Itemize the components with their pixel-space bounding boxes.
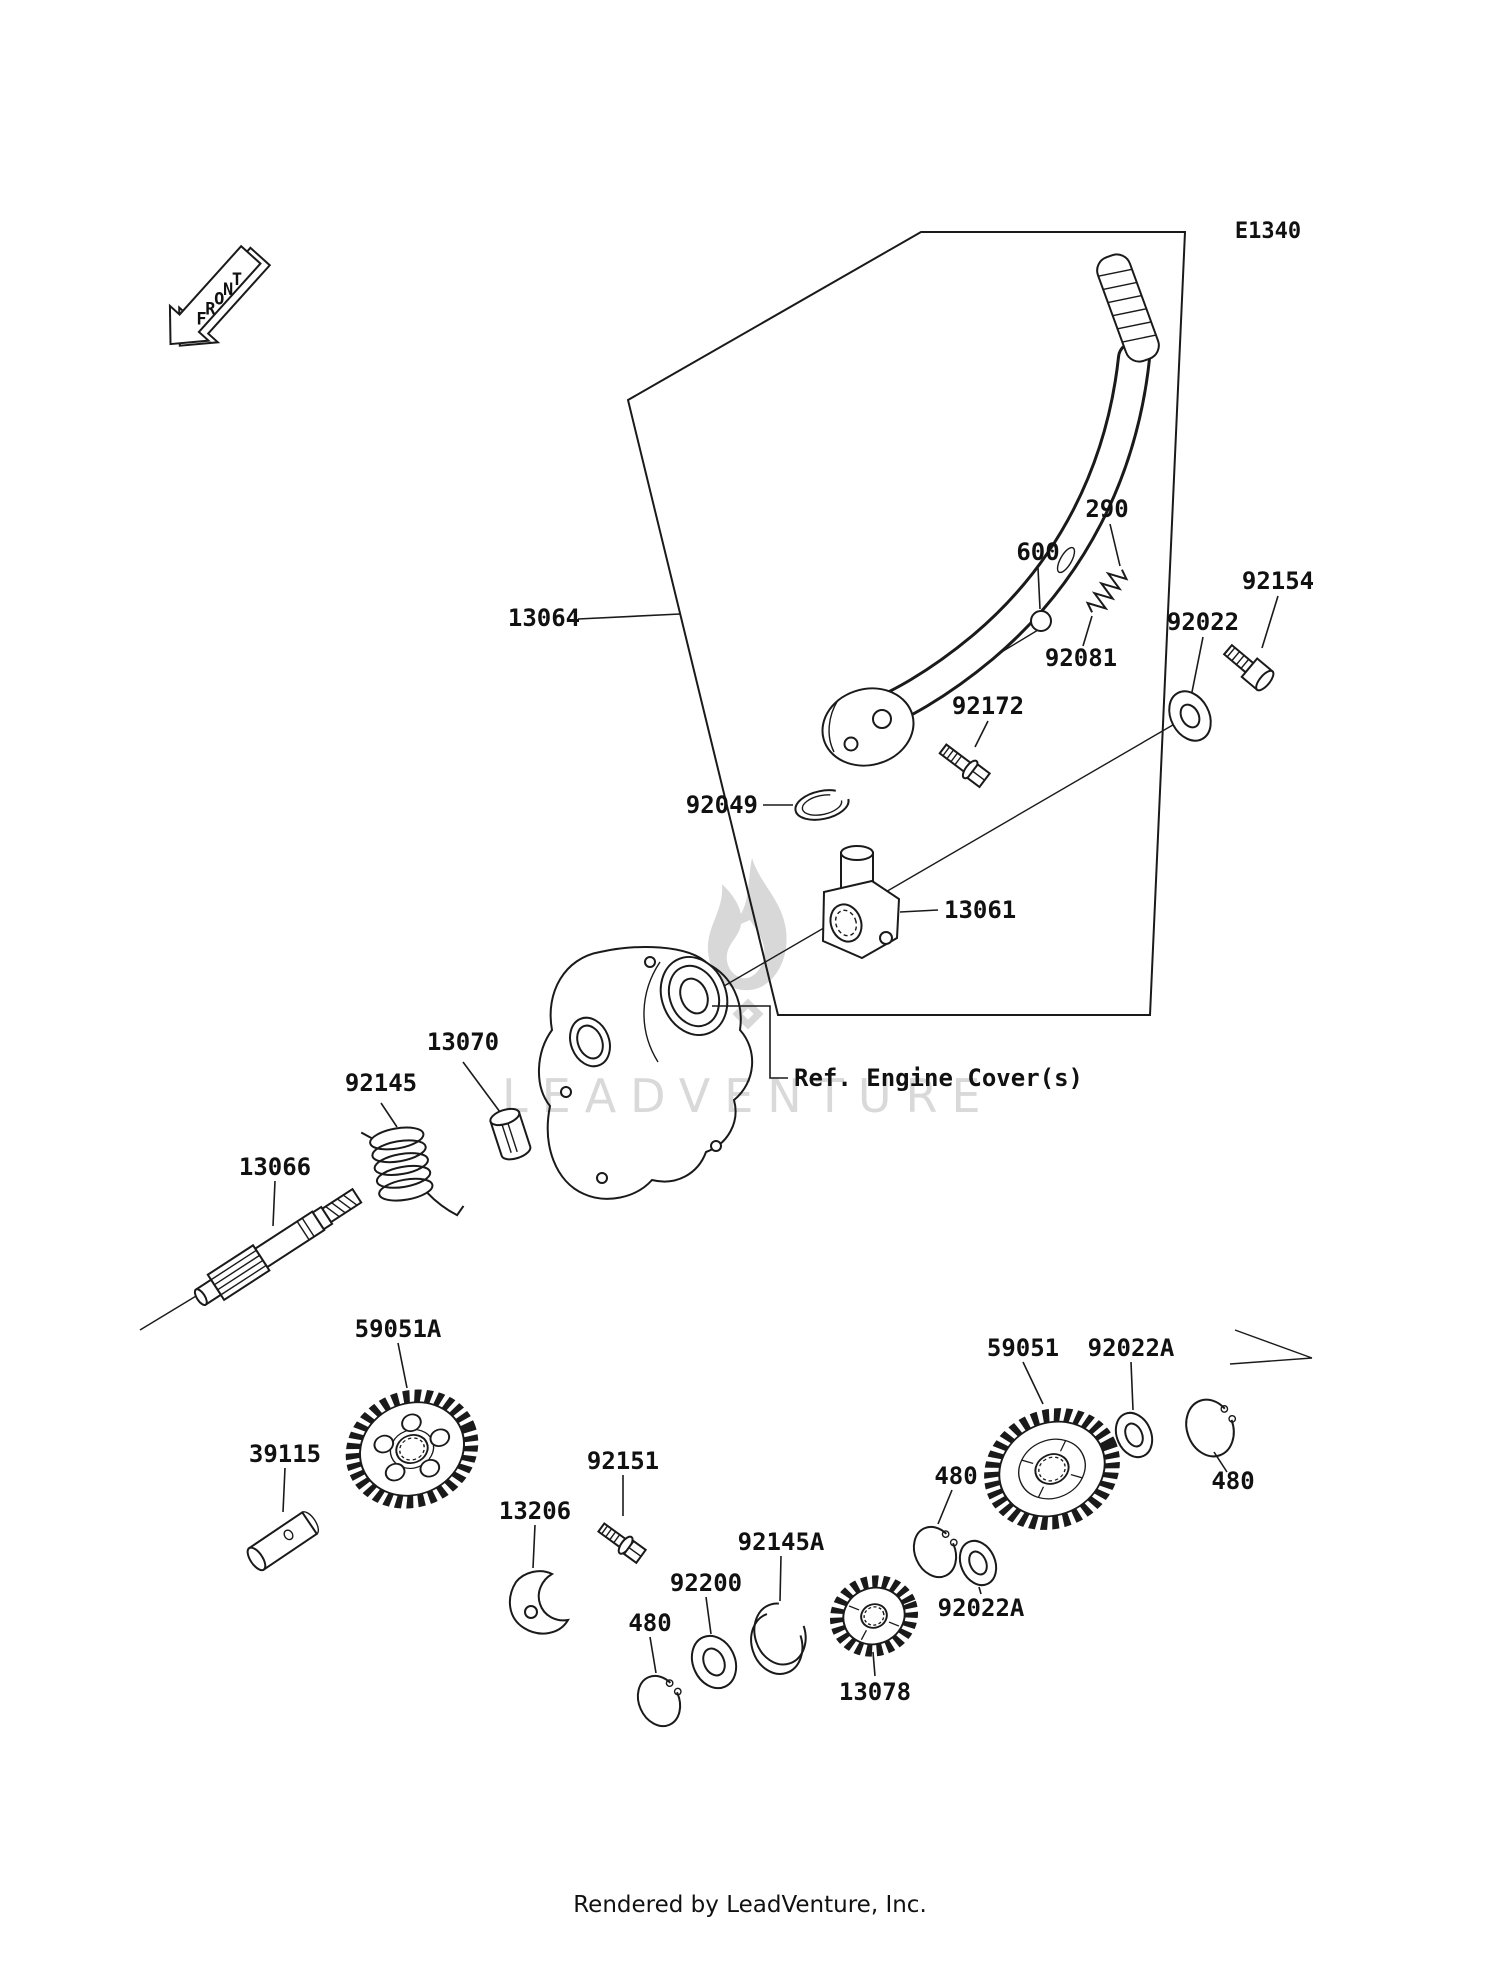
callout-92145: 92145: [345, 1069, 417, 1097]
assembly-boundary: [626, 231, 1187, 1016]
callout-92022: 92022: [1167, 608, 1239, 636]
cover-bracket-line: [712, 1005, 788, 1079]
callout-13064: 13064: [508, 604, 580, 632]
part-kick-shaft: [193, 1187, 363, 1307]
callout-leader-lines: [272, 523, 1279, 1677]
leader-92022A-upper: [1130, 1361, 1134, 1411]
leader-290: [1109, 523, 1121, 567]
part-circlip-mid: [912, 1525, 958, 1579]
flame-inner: [726, 920, 765, 979]
part-kick-pedal: [821, 253, 1160, 767]
callout-13061: 13061: [944, 896, 1016, 924]
part-kick-gear: [984, 1408, 1120, 1530]
front-arrow-icon: FRONT: [168, 244, 272, 347]
part-circlip-right: [1185, 1398, 1237, 1458]
leader-480-right: [1213, 1451, 1228, 1473]
part-kick-guide: [508, 1570, 570, 1635]
part-kick-boss: [821, 845, 901, 960]
callout-92154: 92154: [1242, 567, 1314, 595]
callout-92172: 92172: [952, 692, 1024, 720]
ref-engine-cover-label: Ref. Engine Cover(s): [794, 1064, 1083, 1092]
cover-bearing: [659, 956, 729, 1036]
callout-290: 290: [1085, 495, 1128, 523]
callout-13206: 13206: [499, 1497, 571, 1525]
pedal-boss: [821, 687, 915, 767]
callout-39115: 39115: [249, 1440, 321, 1468]
callout-480-right: 480: [1211, 1467, 1254, 1495]
callout-59051A: 59051A: [355, 1315, 442, 1343]
part-return-spring: [360, 1126, 465, 1217]
callout-13078: 13078: [839, 1678, 911, 1706]
leader-92081: [1082, 615, 1093, 647]
callout-labels: 13064 600 290 92081 92172 92154 92022 92…: [239, 495, 1314, 1706]
callout-92200: 92200: [670, 1569, 742, 1597]
part-ratchet-spring: [750, 1602, 807, 1675]
part-circlip-left: [636, 1674, 682, 1728]
callout-13070: 13070: [427, 1028, 499, 1056]
callout-600: 600: [1016, 538, 1059, 566]
boss-axis-line: [699, 721, 1179, 1001]
leader-13061: [899, 909, 939, 913]
part-spring-guide: [489, 1107, 532, 1161]
callout-92022A-lower: 92022A: [938, 1594, 1025, 1622]
callout-480-left: 480: [628, 1609, 671, 1637]
callout-13066: 13066: [239, 1153, 311, 1181]
leader-480-left: [649, 1636, 657, 1674]
leader-92154: [1261, 595, 1279, 649]
leadventure-watermark: LEADVENTURE: [502, 858, 995, 1123]
part-ratchet-gear: [829, 1575, 919, 1657]
engine-cover-ref: [538, 946, 788, 1200]
diagram-code: E1340: [1235, 219, 1301, 244]
callout-92049: 92049: [686, 791, 758, 819]
part-idle-gear: [345, 1389, 479, 1509]
leader-600: [1037, 567, 1041, 610]
callout-92081: 92081: [1045, 644, 1117, 672]
part-washer-lower: [958, 1539, 998, 1587]
leader-92145A: [779, 1555, 782, 1602]
part-shaft-pin: [246, 1510, 320, 1572]
leader-92172: [974, 720, 989, 748]
callout-480-mid: 480: [934, 1462, 977, 1490]
leader-39115: [282, 1467, 286, 1513]
leader-13206: [532, 1524, 536, 1569]
part-detent-ball: [1030, 610, 1052, 632]
leader-92022: [1191, 636, 1204, 693]
pedal-grip: [1096, 253, 1160, 363]
cluster-axis-line-a: [1234, 1329, 1313, 1359]
callout-92145A: 92145A: [738, 1528, 825, 1556]
leader-92200: [705, 1596, 712, 1635]
callout-59051: 59051: [987, 1334, 1059, 1362]
part-mount-bolt: [1222, 643, 1275, 692]
leader-59051: [1022, 1361, 1044, 1405]
callout-92151: 92151: [587, 1447, 659, 1475]
watermark-text: LEADVENTURE: [502, 1069, 995, 1123]
part-thrust-washer: [690, 1634, 738, 1690]
part-guide-bolt: [597, 1522, 648, 1565]
diamond-icon: [732, 998, 764, 1030]
footer-credit: Rendered by LeadVenture, Inc.: [573, 1892, 927, 1918]
part-boss-ring: [794, 789, 850, 821]
cluster-axis-line-b: [1229, 1357, 1313, 1365]
part-mount-washer: [1168, 690, 1212, 742]
part-detent-spring: [1085, 569, 1129, 613]
leader-13066: [272, 1180, 276, 1227]
leader-13070: [462, 1061, 501, 1113]
callout-92022A-upper: 92022A: [1088, 1334, 1175, 1362]
part-pedal-bolt: [938, 743, 992, 789]
leader-13078: [872, 1651, 876, 1677]
leader-59051A: [397, 1342, 408, 1389]
pedal-slot: [1056, 546, 1076, 574]
cover-bushing-hole: [569, 1016, 611, 1068]
part-washer-upper: [1114, 1411, 1154, 1459]
leader-480-mid: [937, 1489, 953, 1525]
leader-13064: [577, 613, 681, 620]
leader-92145: [380, 1102, 398, 1128]
leader-92022A-lower: [978, 1586, 982, 1595]
